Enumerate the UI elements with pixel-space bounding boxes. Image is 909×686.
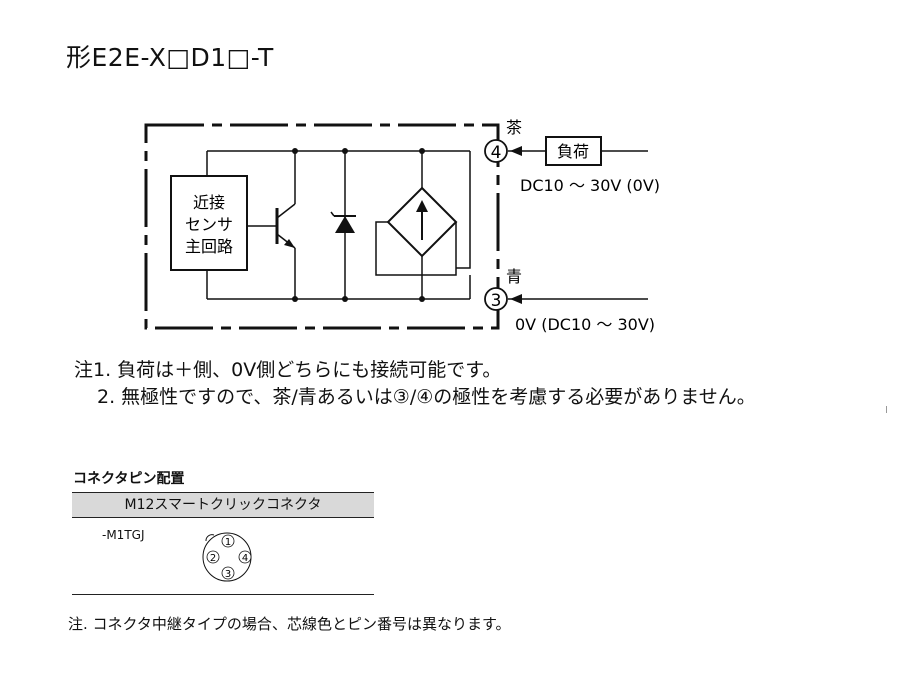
pin-1-circle (221, 534, 235, 548)
sensor-main-circuit-block (170, 175, 248, 271)
sensor-block-label-3: 主回路 (185, 237, 233, 256)
connector-table-divider (72, 594, 374, 595)
junction-dot (292, 148, 298, 154)
connector-model-label: -M1TGJ (102, 528, 145, 542)
note-2: 2. 無極性ですので、茶/青あるいは③/④の極性を考慮する必要がありません。 (97, 386, 756, 408)
load-wire-bottom (508, 294, 648, 304)
load-wire-top (508, 146, 648, 156)
sensor-block-label-1: 近接 (193, 193, 225, 212)
pin-1-label: 1 (225, 537, 231, 548)
connector-pin-heading: コネクタピン配置 (73, 471, 185, 487)
connector-footnote: 注. コネクタ中継タイプの場合、芯線色とピン番号は異なります。 (68, 615, 511, 633)
load-label: 負荷 (557, 142, 589, 161)
junction-dot (419, 296, 425, 302)
brown-wire-label: 茶 (506, 118, 522, 137)
pin-4-circle (238, 550, 252, 564)
wiring-diagram: 近接 センサ 主回路 4 茶 3 (144, 118, 660, 334)
voltage-bottom-label: 0V (DC10 ～ 30V) (515, 315, 655, 334)
voltage-top-label: DC10 ～ 30V (0V) (520, 176, 660, 195)
junction-dot (342, 148, 348, 154)
load-box (545, 136, 602, 166)
note-1: 注1. 負荷は＋側、0V側どちらにも接続可能です。 (74, 359, 502, 381)
blue-wire-label: 青 (506, 267, 522, 286)
transistor-symbol (247, 151, 296, 299)
connector-pin-diagram: 1 2 4 3 (202, 532, 252, 582)
connector-type-header: M12スマートクリックコネクタ (72, 492, 374, 518)
pin-3-circle (221, 566, 235, 580)
junction-dot (342, 296, 348, 302)
pin-2-circle (206, 550, 220, 564)
sensor-block-label-2: センサ (185, 215, 233, 234)
terminal-4-number: 4 (491, 143, 502, 163)
junction-dot (292, 296, 298, 302)
terminal-3-number: 3 (491, 291, 502, 311)
stray-mark (886, 406, 887, 413)
diode-bridge-symbol (375, 151, 471, 299)
page-title: 形E2E-X□D1□-T (66, 43, 274, 72)
pin-2-label: 2 (210, 553, 216, 564)
pin-4-label: 4 (242, 553, 248, 564)
terminal-4-circle (484, 139, 508, 163)
junction-dot (419, 148, 425, 154)
connector-key-notch (205, 534, 215, 542)
terminal-3-circle (484, 287, 508, 311)
pin-3-label: 3 (225, 569, 231, 580)
zener-diode-symbol (330, 151, 356, 299)
sensor-enclosure (144, 123, 500, 330)
